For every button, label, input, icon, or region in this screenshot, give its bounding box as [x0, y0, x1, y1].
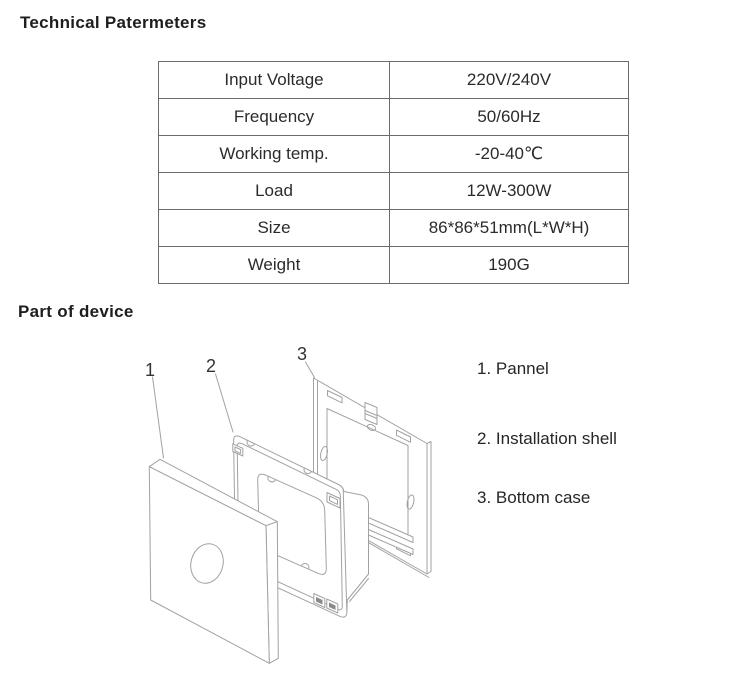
spec-value: -20-40℃	[389, 135, 629, 173]
table-row: Size 86*86*51mm(L*W*H)	[158, 209, 629, 247]
exploded-view-diagram: 1 2 3	[145, 344, 432, 664]
callout-number-2: 2	[206, 356, 216, 376]
table-row: Weight 190G	[158, 246, 629, 284]
touch-button-circle	[190, 543, 224, 584]
legend-item-installation-shell: 2. Installation shell	[477, 429, 617, 448]
table-row: Input Voltage 220V/240V	[158, 61, 629, 99]
spec-value: 86*86*51mm(L*W*H)	[389, 209, 629, 247]
spec-value: 12W-300W	[389, 172, 629, 210]
part-of-device-heading: Part of device	[18, 302, 134, 321]
legend-item-bottom-case: 3. Bottom case	[477, 488, 591, 507]
spec-value: 220V/240V	[389, 61, 629, 99]
callouts: 1 2 3	[145, 344, 315, 459]
leader-line-2	[215, 373, 234, 433]
spec-label: Frequency	[158, 98, 390, 136]
leader-line-3	[305, 361, 315, 378]
callout-number-3: 3	[297, 344, 307, 364]
panel-drawing	[148, 458, 279, 664]
spec-label: Size	[158, 209, 390, 247]
spec-table: Input Voltage 220V/240V Frequency 50/60H…	[158, 61, 629, 284]
table-row: Working temp. -20-40℃	[158, 135, 629, 173]
leader-line-1	[152, 376, 164, 459]
spec-label: Input Voltage	[158, 61, 390, 99]
table-row: Frequency 50/60Hz	[158, 98, 629, 136]
callout-number-1: 1	[145, 360, 155, 380]
spec-label: Weight	[158, 246, 390, 284]
table-row: Load 12W-300W	[158, 172, 629, 210]
spec-label: Load	[158, 172, 390, 210]
legend-item-pannel: 1. Pannel	[477, 359, 549, 378]
spec-label: Working temp.	[158, 135, 390, 173]
spec-value: 190G	[389, 246, 629, 284]
technical-parameters-heading: Technical Patermeters	[20, 13, 207, 32]
spec-value: 50/60Hz	[389, 98, 629, 136]
